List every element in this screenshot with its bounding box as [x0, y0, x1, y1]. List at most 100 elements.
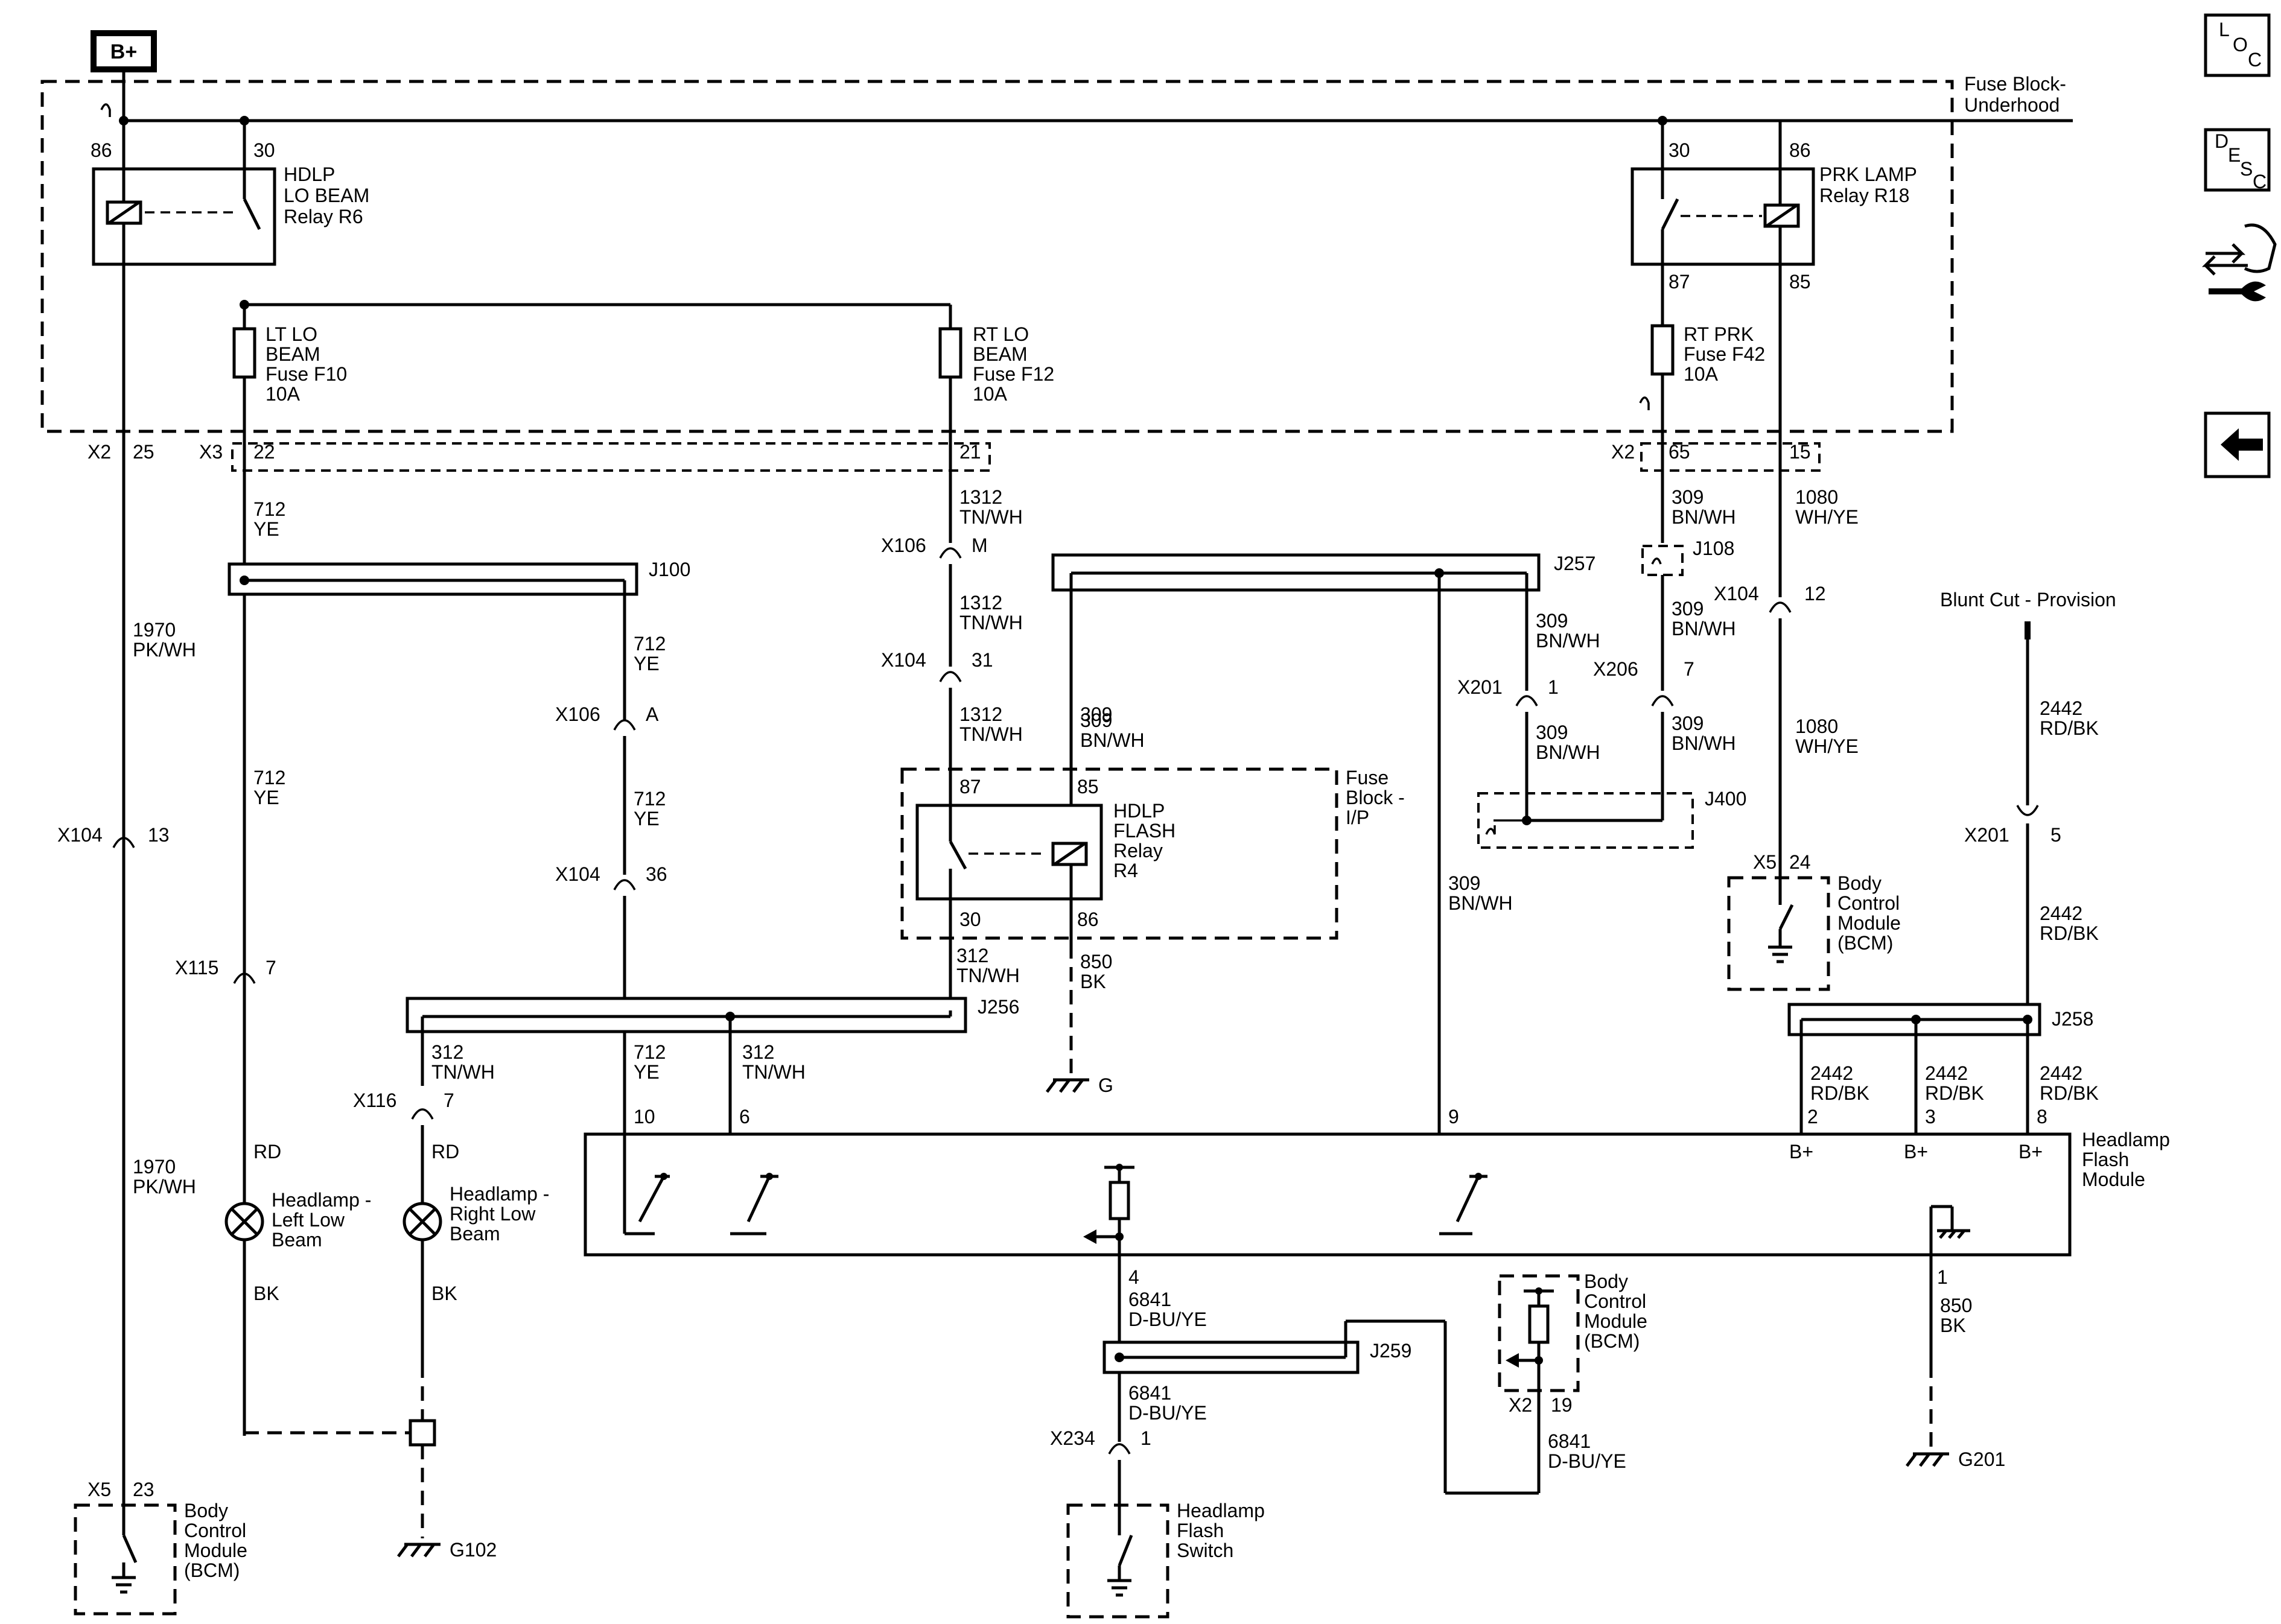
diagram-label: TN/WH	[959, 612, 1023, 633]
diagram-label: 6841	[1548, 1430, 1591, 1452]
relay-r4-label: HDLP	[1113, 800, 1165, 822]
diagram-label: Headlamp	[1177, 1500, 1265, 1521]
loc-button[interactable]: L O C	[2204, 13, 2271, 77]
diagram-label: C	[2253, 171, 2267, 192]
wrench-icon[interactable]	[2209, 281, 2266, 302]
diagram-label: X104	[555, 863, 600, 885]
back-arrow-icon[interactable]	[2204, 411, 2271, 478]
diagram-label: Headlamp -	[450, 1183, 549, 1205]
diagram-label: 1312	[959, 486, 1002, 508]
diagram-label: X2	[87, 441, 111, 463]
diagram-label: X3	[199, 441, 223, 463]
fuse-f12	[938, 327, 962, 379]
diagram-label: RD/BK	[1810, 1082, 1869, 1104]
diagram-label: 7	[444, 1090, 454, 1111]
diagram-label: 309	[1080, 703, 1112, 725]
diagram-label: 10A	[266, 383, 301, 405]
diagram-label: RD/BK	[1925, 1082, 1984, 1104]
diagram-label: 7	[266, 957, 276, 979]
diagram-label: RD/BK	[2040, 717, 2099, 739]
diagram-label: Headlamp -	[272, 1189, 371, 1211]
diagram-label: G	[1098, 1074, 1113, 1096]
connector-x2	[1640, 442, 1821, 472]
diagram-label: X2	[1611, 441, 1635, 463]
diagram-label: 3	[1925, 1106, 1936, 1128]
diagram-label: 850	[1080, 951, 1112, 972]
diagram-label: J257	[1554, 553, 1595, 574]
diagram-label: 9	[1448, 1106, 1459, 1128]
diagram-label: 2442	[1810, 1062, 1853, 1084]
diagram-label: 10A	[973, 383, 1008, 405]
ground-splice-box	[409, 1419, 436, 1447]
diagram-label: A	[646, 703, 659, 725]
headlamp-flash-module-label: Headlamp	[2082, 1129, 2170, 1150]
fuse-f42	[1650, 324, 1675, 376]
diagram-label: YE	[634, 1061, 660, 1083]
diagram-label: 36	[646, 863, 667, 885]
diagram-label: 312	[956, 945, 988, 966]
diagram-label: J258	[2052, 1008, 2093, 1030]
diagram-label: (BCM)	[1584, 1330, 1640, 1352]
diagram-label: YE	[253, 518, 279, 540]
diagram-label: X2	[1509, 1394, 1532, 1416]
diagram-label: 25	[133, 441, 154, 463]
diagram-label: BN/WH	[1672, 506, 1736, 528]
diagram-label: Blunt Cut - Provision	[1940, 589, 2116, 611]
diagram-label: E	[2228, 144, 2241, 166]
module-ground-1	[1929, 1205, 1970, 1255]
diagram-label: 712	[634, 1041, 666, 1063]
diagram-label: 712	[253, 767, 285, 788]
diagram-label: R4	[1113, 860, 1138, 881]
diagram-label: 309	[1448, 872, 1480, 894]
diagram-label: 712	[634, 633, 666, 655]
diagram-label: X106	[555, 703, 600, 725]
diagram-label: 309	[1080, 709, 1112, 731]
diagram-label: Module	[184, 1540, 247, 1561]
diagram-label: 23	[133, 1479, 154, 1500]
module-switch-9	[1439, 1173, 1487, 1235]
diagram-label: 12	[1804, 583, 1826, 604]
bcm-left	[74, 1503, 177, 1616]
diagram-label: 1970	[133, 619, 176, 641]
module-switch-10	[623, 1134, 670, 1235]
diagram-label: Flash	[2082, 1149, 2129, 1170]
diagram-label: Fuse F10	[266, 363, 347, 385]
diagram-label: 86	[91, 139, 112, 161]
diagram-label: G102	[450, 1539, 497, 1561]
diagram-label: Module	[1837, 912, 1901, 934]
diagram-label: WH/YE	[1795, 735, 1859, 757]
diagram-label: BN/WH	[1536, 630, 1600, 652]
diagram-label: RD	[253, 1141, 281, 1162]
diagram-label: G201	[1958, 1448, 2005, 1470]
diagram-label: Fuse F42	[1684, 343, 1765, 365]
diagram-label: 5	[2050, 824, 2061, 846]
diagram-label: PK/WH	[133, 1176, 196, 1197]
fuse-f10-label: LT LO	[266, 323, 317, 345]
diagram-label: 30	[253, 139, 275, 161]
diagram-label: S	[2240, 158, 2253, 180]
diagram-label: 1970	[133, 1156, 176, 1178]
diagram-label: 309	[1672, 712, 1704, 734]
diagram-label: (BCM)	[1837, 932, 1893, 954]
diagram-label: YE	[634, 808, 660, 829]
diagram-label: Body	[1584, 1270, 1628, 1292]
diagram-label: Beam	[450, 1223, 500, 1245]
power-source-label: B+	[110, 40, 137, 63]
diagram-label: 712	[253, 498, 285, 520]
diagram-label: D-BU/YE	[1128, 1402, 1207, 1424]
diagram-label: 85	[1789, 271, 1811, 293]
diagram-label: RD/BK	[2040, 922, 2099, 944]
diagram-label: 309	[1672, 486, 1704, 508]
diagram-label: 4	[1128, 1266, 1139, 1288]
diagram-label: B+	[1904, 1141, 1928, 1162]
diagram-label: Control	[1584, 1290, 1646, 1312]
desc-button[interactable]: D E S C	[2204, 128, 2271, 192]
diagram-label: 30	[959, 909, 981, 930]
diagram-label: BN/WH	[1448, 892, 1513, 914]
diagram-label: D	[2215, 130, 2229, 152]
headlamp-flash-switch	[1066, 1503, 1169, 1619]
diagram-label: D-BU/YE	[1548, 1450, 1626, 1472]
diagram-label: YE	[253, 787, 279, 808]
diagram-label: 87	[959, 776, 981, 798]
connector-arrows-icon[interactable]	[2201, 223, 2277, 276]
